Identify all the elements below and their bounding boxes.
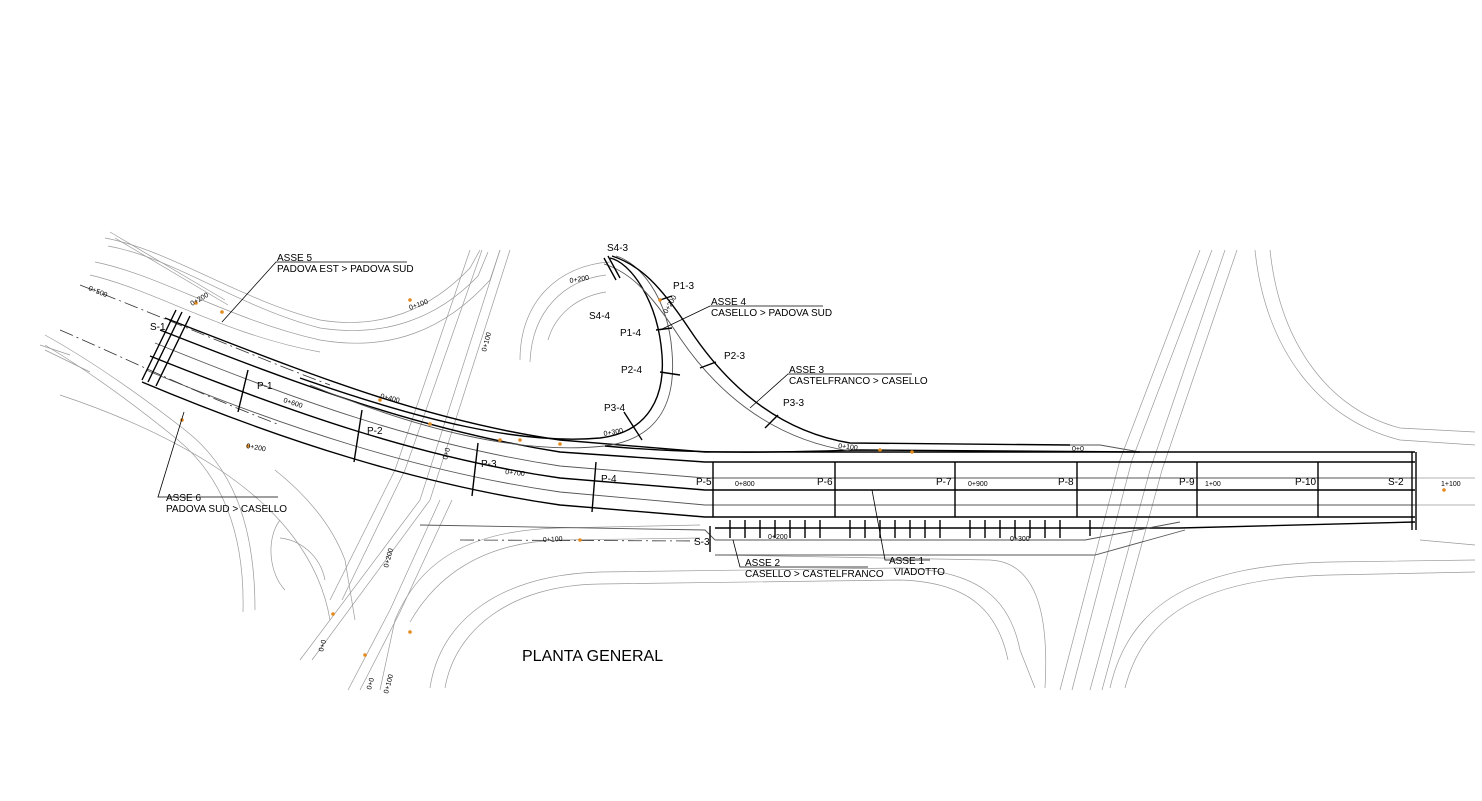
chainage-label: 0+0	[1072, 446, 1084, 453]
pier-p2-3-line	[699, 361, 717, 369]
axis-asse1-name: ASSE 1	[889, 556, 924, 567]
axis-asse3-desc: CASTELFRANCO > CASELLO	[789, 376, 928, 387]
axis-asse6-desc: PADOVA SUD > CASELLO	[166, 504, 287, 515]
axis-asse5-desc: PADOVA EST > PADOVA SUD	[277, 264, 414, 275]
chainage-label: 0+800	[735, 481, 755, 488]
chainage-label: 0+0	[366, 677, 376, 690]
abutment-s4-line	[603, 255, 621, 281]
support-p7: P-7	[936, 477, 952, 488]
axis-label-asse1: ASSE 1 VIADOTTO	[889, 556, 945, 578]
axis-asse1-desc: VIADOTTO	[894, 567, 945, 578]
chainage-label: 0+300	[603, 428, 624, 438]
support-p1-3: P1-3	[673, 281, 695, 292]
support-s3: S-3	[694, 537, 710, 548]
support-p3: P-3	[481, 459, 497, 470]
axis-asse4-desc: CASELLO > PADOVA SUD	[711, 308, 832, 319]
pier-p4-line	[591, 461, 597, 513]
chainage-label: 0+200	[190, 292, 211, 308]
support-p3-3: P3-3	[783, 398, 805, 409]
chainage-label: 1+100	[1441, 481, 1461, 488]
axis-asse2-desc: CASELLO > CASTELFRANCO	[745, 569, 884, 580]
support-p9: P-9	[1179, 477, 1195, 488]
road-network	[39, 231, 1476, 691]
support-labels: S-1 S4-3 S4-4 P1-3 P1-4 P2-3 P2-4 P3-3 P…	[150, 243, 1404, 548]
support-p5: P-5	[696, 477, 712, 488]
support-s2: S-2	[1388, 477, 1404, 488]
chainage-label: 0+900	[968, 481, 988, 488]
chainage-label: 0+200	[383, 548, 395, 569]
chainage-label: 0+100	[383, 674, 395, 695]
chainage-label: 0+100	[838, 443, 858, 452]
support-p2-4: P2-4	[621, 365, 643, 376]
support-s1: S-1	[150, 322, 166, 333]
support-p2: P-2	[367, 426, 383, 437]
axis-asse6-name: ASSE 6	[166, 493, 201, 504]
chainage-label: 0+500	[87, 285, 108, 299]
chainage-label: 0+300	[1010, 536, 1030, 543]
chainage-markers	[180, 298, 1446, 657]
chainage-label: 0+0	[442, 447, 452, 460]
axis-asse5-name: ASSE 5	[277, 253, 312, 264]
drawing-title: PLANTA GENERAL	[522, 648, 663, 665]
support-p8: P-8	[1058, 477, 1074, 488]
pier-p3-3-line	[764, 414, 779, 429]
axis-asse3-name: ASSE 3	[789, 365, 824, 376]
support-p1: P-1	[257, 381, 273, 392]
chainage-label: 0+200	[768, 534, 788, 541]
chainage-label: 0+100	[481, 332, 493, 353]
pier-p2-line	[353, 409, 363, 463]
pier-p3-line	[471, 442, 479, 497]
support-p3-4: P3-4	[604, 403, 626, 414]
pier-p1-line	[237, 369, 249, 413]
axis-asse2-name: ASSE 2	[745, 558, 780, 569]
chainage-label: 0+200	[569, 275, 590, 285]
viaduct-deck	[705, 444, 1475, 556]
axis-asse4-name: ASSE 4	[711, 297, 746, 308]
axis-label-asse4: ASSE 4 CASELLO > PADOVA SUD	[711, 297, 832, 319]
support-p2-3: P2-3	[724, 351, 746, 362]
axis-label-asse2: ASSE 2 CASELLO > CASTELFRANCO	[745, 558, 884, 580]
chainage-label: 0+200	[246, 443, 267, 453]
axis-label-asse3: ASSE 3 CASTELFRANCO > CASELLO	[789, 365, 928, 387]
support-s4-4: S4-4	[589, 311, 611, 322]
axis-label-asse6: ASSE 6 PADOVA SUD > CASELLO	[166, 493, 287, 515]
abutment-s1-line	[141, 309, 191, 387]
pier-p3-4-line	[623, 411, 643, 441]
chainage-label: 0+700	[505, 469, 525, 478]
support-p10: P-10	[1295, 477, 1317, 488]
chainage-label: 1+00	[1205, 481, 1221, 488]
chainage-label: 0+200	[663, 294, 679, 315]
axis-leaders	[157, 261, 930, 568]
support-p1-4: P1-4	[620, 328, 642, 339]
pier-p1-4-line	[655, 327, 673, 331]
chainage-label: 0+400	[380, 393, 401, 405]
chainage-labels: 0+500 0+200 0+100 0+200 0+200 0+400 0+60…	[87, 275, 1461, 695]
chainage-label: 0+100	[543, 536, 563, 544]
pier-p1-3-line	[659, 295, 673, 301]
loop-ramp	[299, 255, 1141, 453]
pier-p2-4-line	[659, 371, 681, 376]
support-s4-3: S4-3	[607, 243, 629, 254]
axis-label-asse5: ASSE 5 PADOVA EST > PADOVA SUD	[277, 253, 414, 275]
chainage-label: 0+0	[318, 639, 328, 652]
support-p4: P-4	[601, 474, 617, 485]
support-p6: P-6	[817, 477, 833, 488]
